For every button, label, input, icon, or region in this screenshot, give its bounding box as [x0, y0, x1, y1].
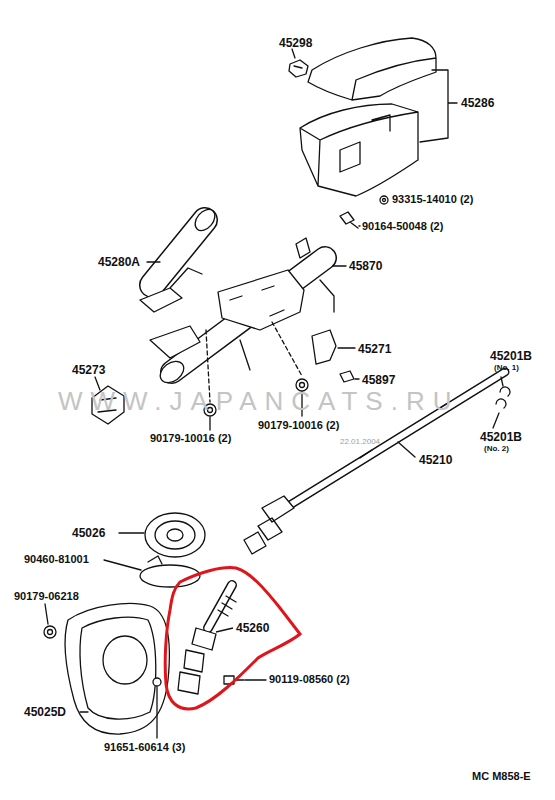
- part-number: (No. 1): [494, 364, 519, 372]
- screw-symbol: [383, 199, 386, 202]
- part-number: 45271: [358, 343, 391, 355]
- bracket-part: [312, 330, 336, 364]
- part-number: 90179-10016 (2): [150, 433, 231, 444]
- tube-end: [156, 357, 188, 387]
- part-number: 90164-50048 (2): [362, 221, 443, 232]
- leader-bracket: [420, 70, 457, 142]
- part-number: 90119-08560 (2): [269, 674, 350, 685]
- part-number: 90179-10016 (2): [258, 420, 339, 431]
- part-number: 90179-06218: [14, 591, 79, 602]
- highlight-outline: 45260: [160, 560, 305, 716]
- part-number: 45026: [72, 527, 105, 539]
- part-number: 45280A: [98, 256, 140, 268]
- pin-part: [340, 371, 354, 382]
- red-outline: [165, 568, 300, 709]
- bolt-part: [340, 212, 358, 228]
- part-number: 45025D: [24, 706, 66, 718]
- part-number: MC M858-E: [472, 771, 531, 782]
- part-number: 90460-81001: [24, 554, 89, 565]
- universal-joint: [178, 628, 216, 694]
- part-number: 91651-60614 (3): [104, 742, 185, 753]
- universal-joint: [244, 496, 294, 554]
- leader-line: [45, 49, 503, 738]
- part-number: 45273: [72, 364, 105, 376]
- outline-shape: [160, 560, 305, 716]
- leader-line: [216, 628, 233, 632]
- callout-number: 45260: [236, 622, 269, 634]
- screw-symbol: [380, 196, 388, 204]
- clip-part: [289, 60, 308, 77]
- bracket-part: [140, 268, 202, 312]
- part-number: 45298: [279, 37, 312, 49]
- clip-part: [496, 387, 510, 408]
- lower-cover: [300, 104, 418, 196]
- part-number: 93315-14010 (2): [392, 194, 473, 205]
- part-number: 45897: [362, 374, 395, 386]
- boot-part: [65, 604, 169, 735]
- part-number: 45201B: [480, 431, 522, 443]
- tube-end: [191, 206, 219, 235]
- part-number: 45201B: [490, 350, 532, 362]
- part-number: 45286: [461, 97, 494, 109]
- watermark: 22.01.2004: [340, 438, 380, 446]
- part-number: 45210: [419, 454, 452, 466]
- upper-cover: [308, 38, 436, 100]
- bracket-plate: [218, 270, 304, 330]
- part-number: (No. 2): [484, 445, 509, 453]
- part-number: 45870: [349, 260, 382, 272]
- watermark: WWW.JAPANCATS.RU: [58, 388, 459, 414]
